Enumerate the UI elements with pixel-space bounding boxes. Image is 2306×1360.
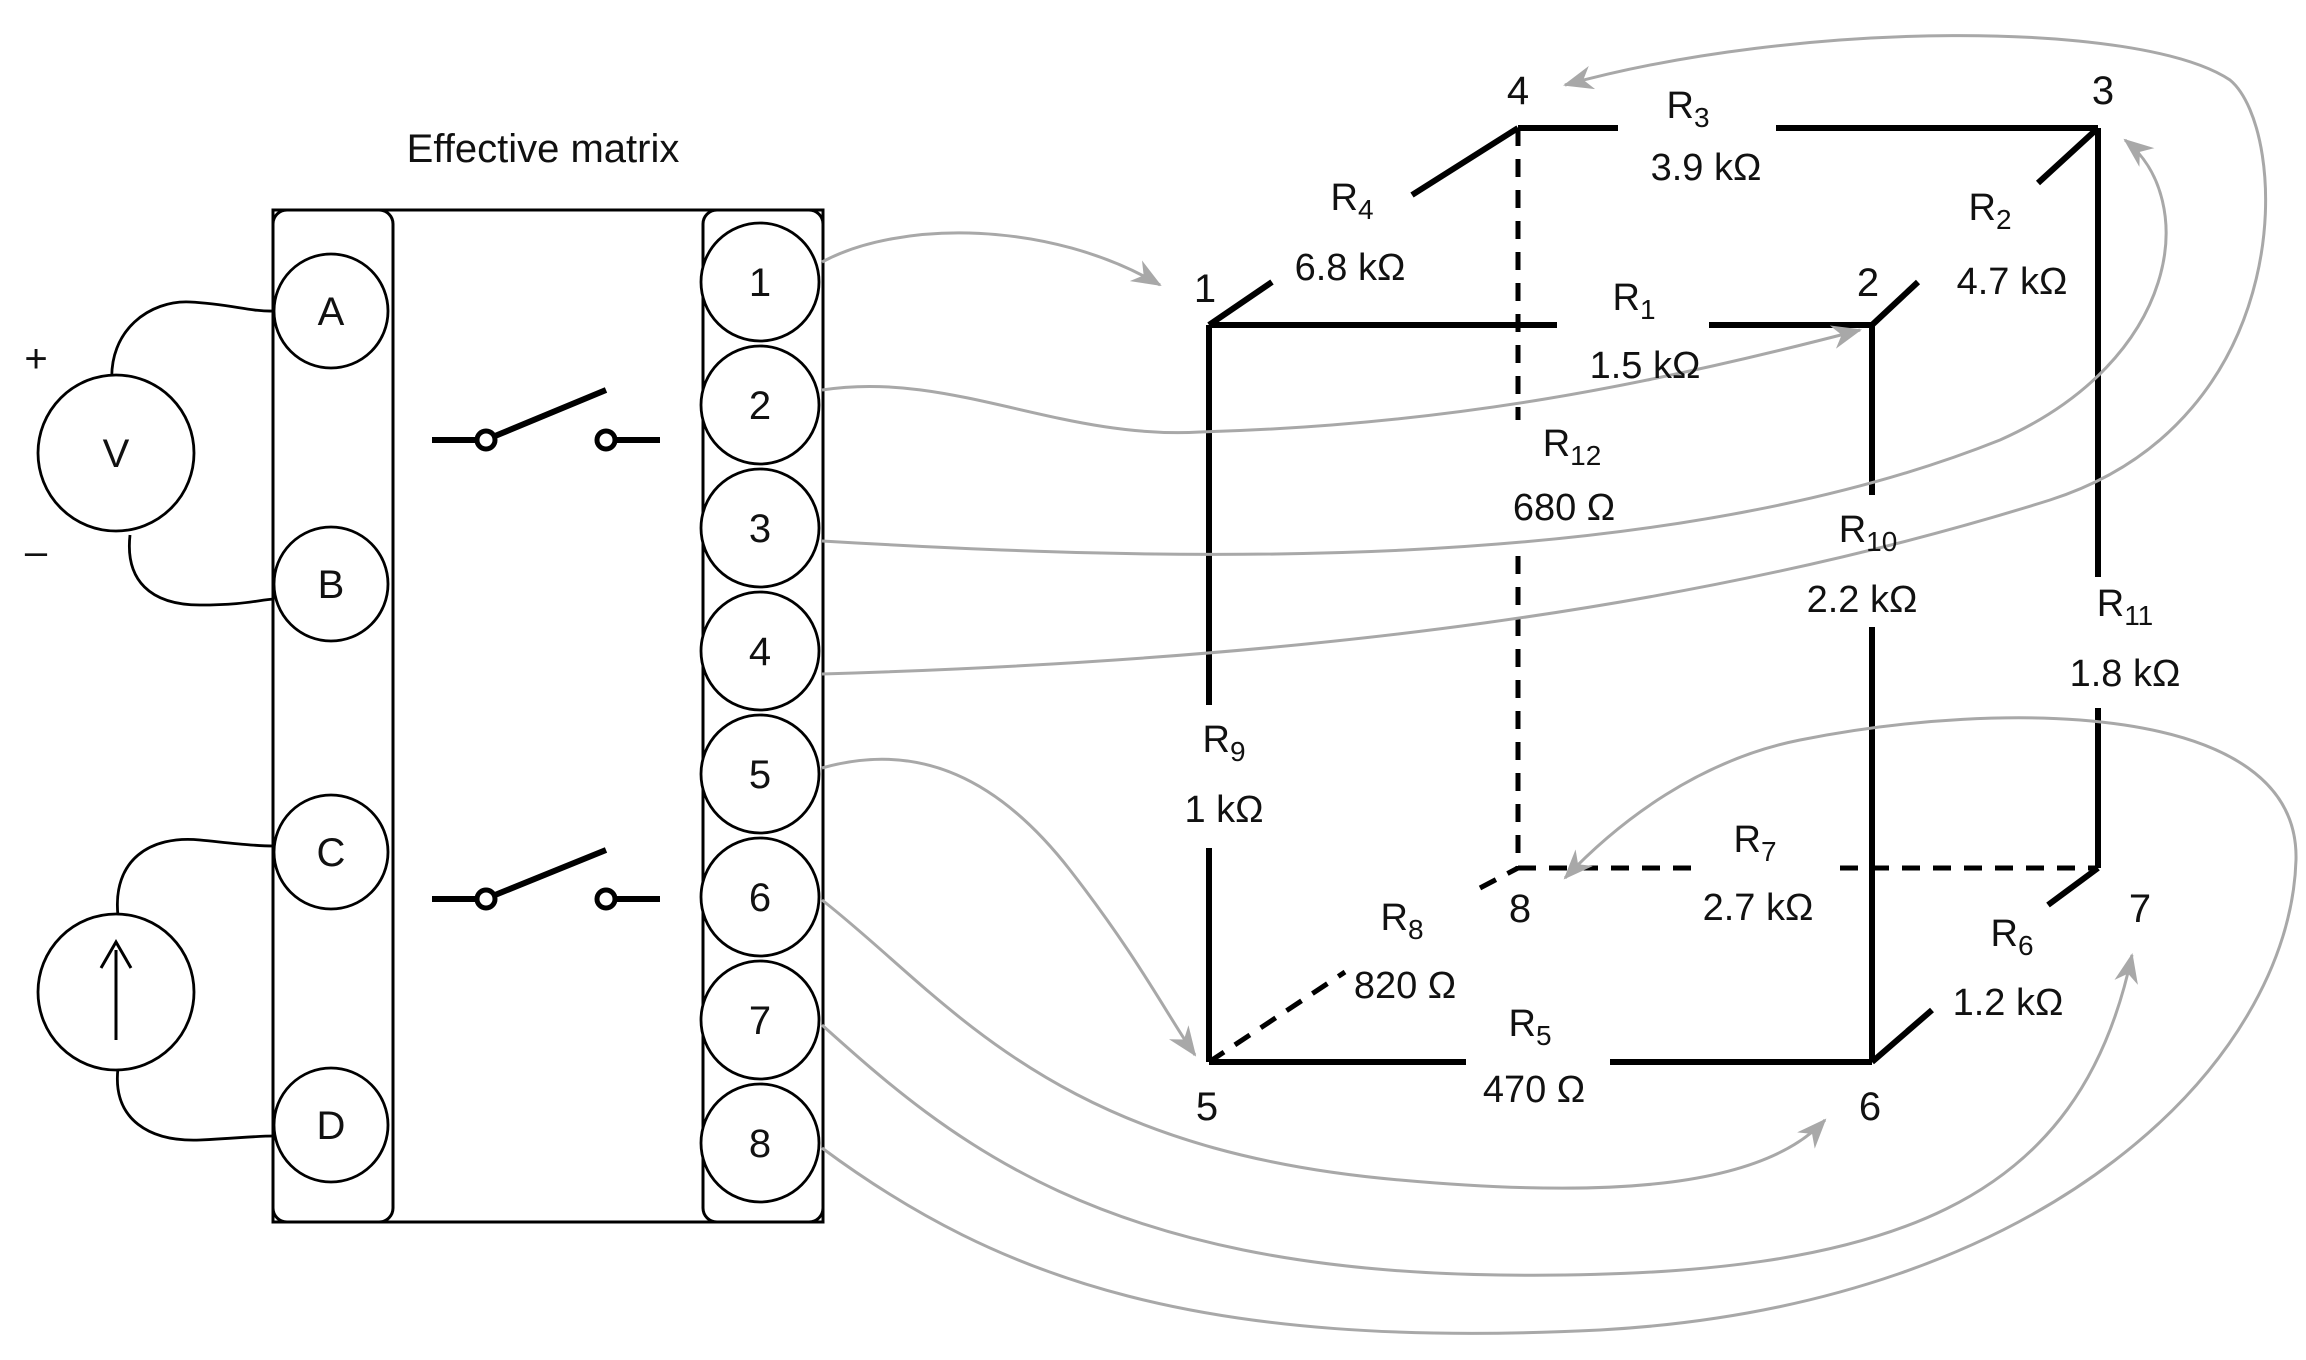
arrow-port1-node1 [821,231,1162,287]
port-4[interactable]: 4 [699,590,821,712]
resistor-name-r7: R7 [1733,819,1776,867]
switch-upper-icon[interactable] [432,387,660,452]
port-7[interactable]: 7 [699,959,821,1081]
arrow-port5-node5 [821,757,1197,1057]
voltmeter-plus: + [24,337,47,381]
svg-text:C: C [317,831,346,875]
connection-arrows [820,34,2298,1335]
port-8[interactable]: 8 [699,1082,821,1204]
left-port-rail [271,208,395,1224]
arrow-port3-node3 [821,138,2168,556]
resistor-value-r7: 2.7 kΩ [1703,887,1814,929]
arrow-port7-node7 [820,953,2138,1277]
svg-text:D: D [317,1104,346,1148]
resistor-value-r5: 470 Ω [1483,1069,1585,1111]
svg-text:B: B [318,563,345,607]
svg-text:7: 7 [749,999,771,1043]
svg-text:6: 6 [749,876,771,920]
voltmeter: V + – [24,300,275,607]
resistor-name-r10: R10 [1839,509,1898,557]
arrow-port8-node8 [821,716,2298,1335]
port-A[interactable]: A [272,252,390,370]
svg-text:8: 8 [749,1122,771,1166]
node-label-8: 8 [1509,887,1531,931]
port-C[interactable]: C [272,793,390,911]
voltmeter-minus: – [25,530,48,574]
port-D[interactable]: D [272,1066,390,1184]
resistor-name-r9: R9 [1202,719,1245,767]
node-label-2: 2 [1857,261,1879,305]
voltmeter-icon [36,373,196,533]
svg-text:4: 4 [749,630,771,674]
resistor-value-r11: 1.8 kΩ [2070,653,2181,695]
cube-hidden-edges [1207,128,2098,1065]
current-source [36,837,275,1142]
resistor-value-r12: 680 Ω [1513,487,1615,529]
resistor-value-r4: 6.8 kΩ [1295,247,1406,289]
resistor-name-r11: R11 [2097,583,2154,631]
resistor-name-r1: R1 [1612,277,1655,325]
resistor-name-r6: R6 [1990,913,2033,961]
resistor-value-r2: 4.7 kΩ [1957,261,2068,303]
resistor-value-r8: 820 Ω [1354,965,1456,1007]
resistor-name-r5: R5 [1508,1003,1551,1051]
svg-text:3: 3 [749,507,771,551]
port-2[interactable]: 2 [699,344,821,466]
resistor-value-r10: 2.2 kΩ [1807,579,1918,621]
switch-matrix: Effective matrix A B C D 1 2 [271,127,825,1224]
arrow-port6-node6 [821,898,1827,1190]
port-5[interactable]: 5 [699,713,821,835]
port-1[interactable]: 1 [699,221,821,343]
resistor-labels: R1 1.5 kΩ R2 4.7 kΩ R3 3.9 kΩ R4 6.8 kΩ … [1184,85,2180,1111]
cube-edges [1206,125,2101,1065]
right-port-rail [701,208,825,1224]
svg-text:2: 2 [749,384,771,428]
node-label-1: 1 [1194,267,1216,311]
node-label-4: 4 [1507,69,1529,113]
port-B[interactable]: B [272,525,390,643]
port-3[interactable]: 3 [699,467,821,589]
node-label-5: 5 [1196,1085,1218,1129]
resistor-name-r3: R3 [1666,85,1709,133]
svg-text:A: A [318,290,345,334]
arrow-port2-node2 [821,325,1862,435]
node-label-7: 7 [2129,887,2151,931]
node-labels: 1 2 3 4 5 6 7 8 [1194,69,2151,1129]
svg-text:5: 5 [749,753,771,797]
resistor-value-r9: 1 kΩ [1184,789,1263,831]
resistor-name-r8: R8 [1380,897,1423,945]
resistor-name-r12: R12 [1543,423,1602,471]
resistor-value-r1: 1.5 kΩ [1590,345,1701,387]
resistor-name-r4: R4 [1330,177,1373,225]
resistor-value-r6: 1.2 kΩ [1953,982,2064,1024]
svg-text:V: V [103,432,130,476]
arrow-port4-node4 [821,34,2268,676]
node-label-6: 6 [1859,1085,1881,1129]
switch-lower-icon[interactable] [432,847,660,911]
resistor-value-r3: 3.9 kΩ [1651,147,1762,189]
matrix-title: Effective matrix [407,127,680,171]
port-6[interactable]: 6 [699,836,821,958]
resistor-name-r2: R2 [1968,187,2011,235]
svg-text:1: 1 [749,261,771,305]
node-label-3: 3 [2092,69,2114,113]
